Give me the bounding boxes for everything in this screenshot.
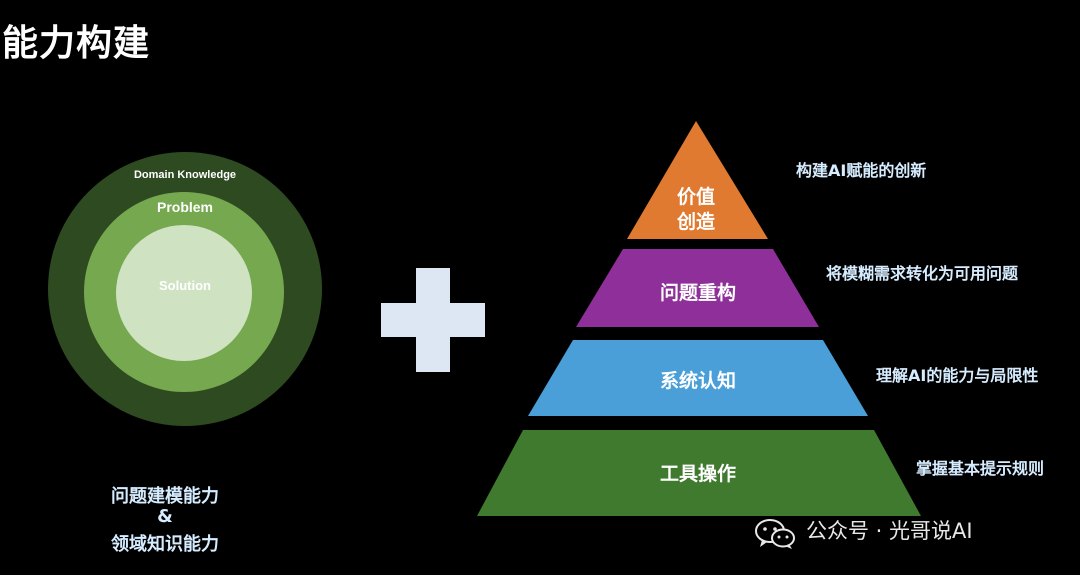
caption-line-2: 领域知识能力 — [111, 534, 219, 555]
wechat-icon — [755, 519, 795, 549]
page-title: 能力构建 — [2, 23, 151, 64]
problem-label: Problem — [156, 199, 213, 215]
tier-4-note: 掌握基本提示规则 — [916, 459, 1045, 478]
tier-1-note: 构建AI赋能的创新 — [796, 161, 927, 180]
tier-2-problem-reframing — [576, 249, 819, 327]
tier-1-label-line1: 价值 — [676, 186, 715, 208]
caption-line-1: 问题建模能力 — [111, 486, 219, 507]
tier-2-note: 将模糊需求转化为可用问题 — [826, 264, 1019, 283]
tier-4-label: 工具操作 — [659, 463, 736, 485]
solution-circle — [116, 225, 252, 361]
domain-knowledge-label: Domain Knowledge — [133, 169, 237, 181]
tier-4-tool-operation — [477, 430, 921, 516]
tier-3-label: 系统认知 — [659, 370, 736, 392]
tier-3-system-cognition — [528, 340, 868, 416]
caption-ampersand: & — [157, 506, 173, 527]
tier-1-label-line2: 创造 — [676, 211, 715, 233]
tier-1-value-creation — [627, 121, 768, 239]
watermark-text: 公众号 · 光哥说AI — [806, 519, 973, 543]
solution-label: Solution — [159, 278, 211, 293]
plus-horizontal-bar — [381, 303, 485, 337]
tier-3-note: 理解AI的能力与局限性 — [876, 366, 1039, 385]
tier-2-label: 问题重构 — [659, 282, 736, 304]
